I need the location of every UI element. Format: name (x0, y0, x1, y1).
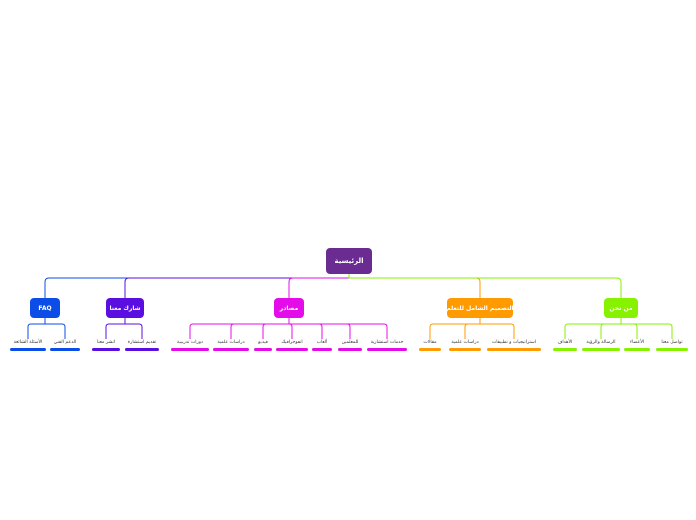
leaf-training-courses[interactable]: دورات تدريبية (171, 340, 209, 351)
leaf-label: الرسالة والرؤية (586, 340, 616, 345)
leaf-underline (254, 348, 272, 351)
leaf-label: انشر معنا (96, 340, 116, 345)
leaf-connector (27, 323, 45, 339)
leaf-label: خدمات استشارية (370, 340, 404, 345)
leaf-strategies-applications[interactable]: استراتيجيات و تطبيقات (487, 340, 541, 351)
leaf-connector (189, 323, 289, 339)
branch-universal-design[interactable]: التصميم الشامل للتعلم (446, 298, 514, 318)
leaf-label: دراسات علمية (451, 340, 479, 345)
leaf-for-teachers[interactable]: للمعلمين (338, 340, 362, 351)
leaf-underline (419, 348, 441, 351)
leaf-label: دورات تدريبية (177, 340, 203, 345)
branch-connector (348, 274, 622, 298)
leaf-articles[interactable]: مقالات (419, 340, 441, 351)
leaf-publish-with-us[interactable]: انشر معنا (92, 340, 120, 351)
leaf-connector (621, 323, 673, 339)
leaf-underline (367, 348, 407, 351)
leaf-underline (276, 348, 308, 351)
branch-connector (44, 274, 350, 298)
leaf-connector (600, 323, 621, 339)
leaf-goals[interactable]: الأهداف (553, 340, 577, 351)
leaf-underline (10, 348, 46, 351)
leaf-contact-us[interactable]: تواصل معنا (656, 340, 688, 351)
branch-about-us[interactable]: من نحن (604, 298, 638, 318)
leaf-scientific-studies[interactable]: دراسات علمية (213, 340, 249, 351)
leaf-underline (312, 348, 332, 351)
leaf-connector (125, 323, 143, 339)
leaf-games[interactable]: ألعاب (312, 340, 332, 351)
leaf-connector (289, 323, 388, 339)
leaf-underline (125, 348, 159, 351)
leaf-underline (449, 348, 481, 351)
leaf-connector (45, 323, 66, 339)
leaf-underline (171, 348, 209, 351)
leaf-faq-common-questions[interactable]: الأسئلة الشائعة (10, 340, 46, 351)
leaf-label: فيديو (258, 340, 268, 345)
leaf-connector (288, 323, 293, 339)
leaf-label: ألعاب (316, 340, 328, 345)
leaf-label: انفوجرافيك (281, 340, 303, 345)
leaf-connector (105, 323, 125, 339)
leaf-label: الأعضاء (629, 340, 645, 345)
leaf-label: الدعم الفني (53, 340, 77, 345)
leaf-underline (92, 348, 120, 351)
leaf-connector (480, 323, 515, 339)
leaf-connector (262, 323, 289, 339)
branch-connector (288, 274, 350, 298)
leaf-members[interactable]: الأعضاء (624, 340, 650, 351)
leaf-faq-support[interactable]: الدعم الفني (50, 340, 80, 351)
branch-participate[interactable]: شارك معنا (106, 298, 144, 318)
leaf-connector (464, 323, 480, 339)
leaf-connector (289, 323, 351, 339)
leaf-connector (230, 323, 289, 339)
leaf-label: الأسئلة الشائعة (13, 340, 43, 345)
leaf-submit-consultation[interactable]: تقديم استشارة (125, 340, 159, 351)
leaf-underline (624, 348, 650, 351)
leaf-label: استراتيجيات و تطبيقات (491, 340, 537, 345)
leaf-label: مقالات (423, 340, 437, 345)
leaf-underline (50, 348, 80, 351)
leaf-video[interactable]: فيديو (254, 340, 272, 351)
leaf-label: للمعلمين (341, 340, 359, 345)
leaf-consulting-services[interactable]: خدمات استشارية (367, 340, 407, 351)
leaf-underline (582, 348, 620, 351)
root-node[interactable]: الرئيسية (326, 248, 372, 274)
branch-faq[interactable]: FAQ (30, 298, 60, 318)
leaf-connector (621, 323, 638, 339)
leaf-connector (289, 323, 323, 339)
leaf-underline (487, 348, 541, 351)
leaf-label: الأهداف (557, 340, 573, 345)
branch-connector (124, 274, 350, 298)
leaf-underline (553, 348, 577, 351)
leaf-mission-vision[interactable]: الرسالة والرؤية (582, 340, 620, 351)
leaf-connector (429, 323, 480, 339)
branch-resources[interactable]: مصادر (274, 298, 304, 318)
leaf-underline (213, 348, 249, 351)
leaf-underline (656, 348, 688, 351)
leaf-label: تواصل معنا (661, 340, 683, 345)
leaf-udl-studies[interactable]: دراسات علمية (449, 340, 481, 351)
leaf-label: تقديم استشارة (127, 340, 157, 345)
leaf-infographic[interactable]: انفوجرافيك (276, 340, 308, 351)
leaf-connector (564, 323, 621, 339)
leaf-underline (338, 348, 362, 351)
leaf-label: دراسات علمية (217, 340, 245, 345)
